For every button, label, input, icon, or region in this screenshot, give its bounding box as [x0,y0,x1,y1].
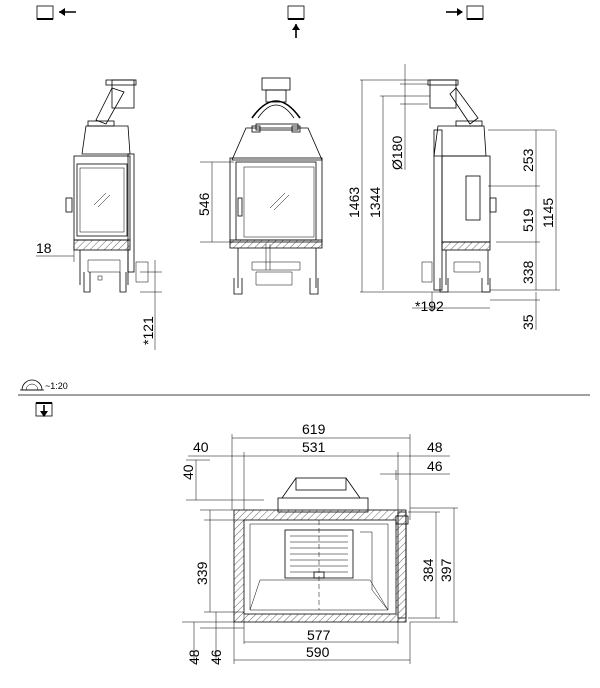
dimension-35: 35 [490,292,540,330]
dim-text-192: *192 [415,298,444,314]
dim-text-339: 339 [194,561,210,585]
dimension-48-bottom: 48 [182,621,234,665]
dimension-619: 619 [231,421,411,520]
dimension-48-top: 48 [398,439,450,457]
dimension-18: 18 [36,240,75,262]
dimension-397: 397 [410,507,458,623]
dim-text-338: 338 [520,260,536,284]
dimension-339: 339 [194,509,244,613]
right-side-elevation [421,79,497,293]
dimension-384: 384 [408,511,440,619]
dim-text-18: 18 [36,240,52,256]
view-from-front-icon [287,5,305,38]
dimension-338: 338 [490,242,560,291]
dim-text-577: 577 [307,627,331,643]
dim-text-546: 546 [196,192,212,216]
dimension-1145: 1145 [540,130,557,290]
dimension-121: *121 [140,260,162,350]
dim-text-397: 397 [438,558,454,582]
dimension-546: 546 [196,161,234,243]
dimension-40-top: 40 [188,439,232,457]
dim-text-48a: 48 [427,439,443,455]
view-from-top-icon [35,402,53,417]
dim-text-590: 590 [306,644,330,660]
dim-text-1145: 1145 [540,198,556,228]
plan-view [233,477,409,623]
dim-text-35: 35 [520,314,536,330]
dim-text-519: 519 [520,208,536,232]
dim-text-253: 253 [520,148,536,172]
dimension-46-top: 46 [380,458,450,480]
front-elevation [229,77,323,295]
dim-text-1463: 1463 [346,187,362,218]
dim-text-40a: 40 [193,439,209,455]
dimension-590: 590 [233,622,411,664]
dim-text-48b: 48 [186,649,202,665]
left-side-elevation [65,79,149,293]
dimension-180: Ø180 [389,64,428,170]
dimension-46-bottom: 46 [200,612,244,665]
dimension-253: 253 [488,129,555,187]
dim-text-1344: 1344 [367,187,383,218]
dimension-1463: 1463 [346,79,490,293]
dimension-1344: 1344 [367,95,430,290]
dimension-577: 577 [243,614,399,644]
dim-text-531: 531 [302,439,326,455]
dimension-40-side: 40 [180,459,264,501]
dimension-531: 531 [232,439,399,520]
dimension-192: *192 [412,292,490,314]
dim-text-384: 384 [420,558,436,582]
scale-label: ~1:20 [45,381,68,391]
dim-text-40b: 40 [180,464,196,480]
scale-icon [20,379,44,391]
dim-text-46a: 46 [427,458,443,474]
dimension-519: 519 [496,186,540,243]
view-from-right-icon [446,5,484,20]
view-from-left-icon [36,5,76,20]
dim-text-180: Ø180 [389,136,405,170]
dim-text-121: *121 [140,316,156,345]
dim-text-619: 619 [302,421,326,437]
dim-text-46b: 46 [208,649,224,665]
